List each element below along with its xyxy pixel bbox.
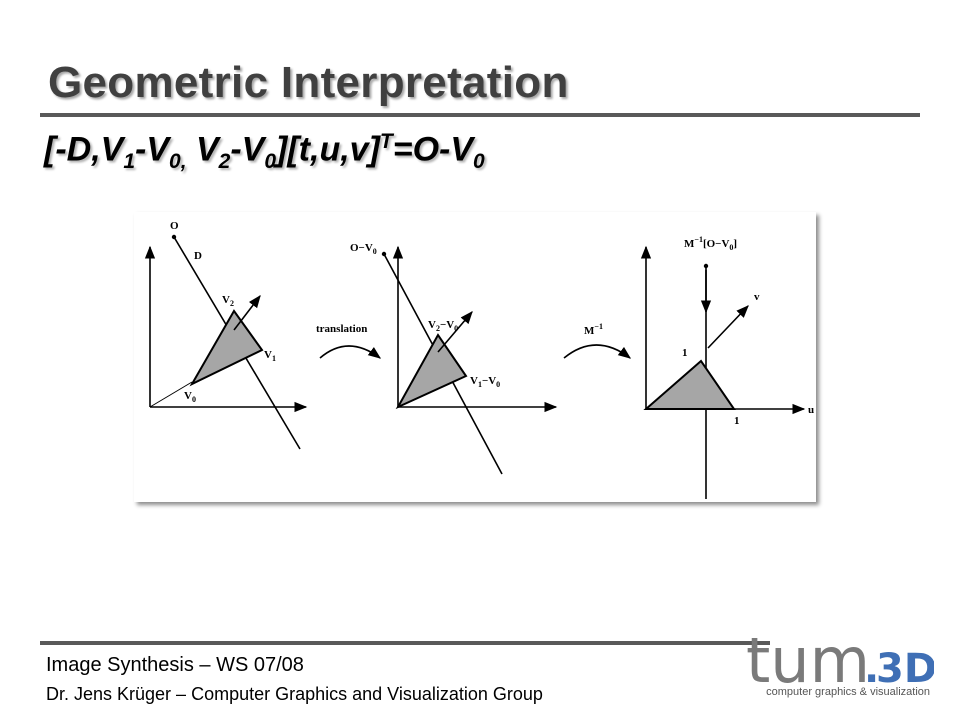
panel1-normal [233, 294, 261, 331]
panel3-label-v: v [754, 291, 760, 303]
formula-sub: 2 [218, 150, 231, 174]
panel1-label-v0: V0 [184, 390, 196, 404]
panel1-origin-dot [171, 234, 177, 240]
panel2-triangle [395, 333, 468, 410]
panel3-label-u: u [808, 404, 814, 416]
panel3-normal [707, 305, 749, 349]
panel1-label-o: O [170, 220, 179, 232]
logo-caption: computer graphics & visualization [766, 686, 930, 698]
panel1-label-d: D [194, 250, 202, 262]
panel3-label-top: M−1[O−V0] [684, 235, 737, 252]
formula-part: -V [230, 130, 265, 169]
footer-author: Dr. Jens Krüger – Computer Graphics and … [46, 684, 543, 704]
formula-sub: 0 [264, 150, 277, 174]
formula: [-D,V1-V0, V2-V0][t,u,v]T=O-V0 [44, 130, 485, 174]
slide-title: Geometric Interpretation [48, 58, 569, 107]
ray-triangle-figure: O D V2 V1 V0 translation O−V0 V2−V0 V1−V… [134, 212, 816, 502]
transition-inverse-matrix: M−1 [563, 322, 632, 359]
footer-divider [40, 641, 770, 645]
figure-canvas: O D V2 V1 V0 translation O−V0 V2−V0 V1−V… [144, 220, 814, 499]
footer-course: Image Synthesis – WS 07/08 [46, 654, 304, 676]
logo-dot-text: . [864, 646, 879, 692]
formula-part: =O-V [392, 130, 474, 169]
panel2-label-o: O−V0 [350, 242, 377, 256]
panel2-label-v2: V2−V0 [428, 319, 458, 333]
formula-part: ][t,u,v] [276, 130, 380, 169]
panel3-origin-dot [703, 263, 709, 269]
formula-part: [-D,V [44, 130, 124, 169]
panel3-tick-right: 1 [734, 415, 740, 427]
formula-sup: T [379, 130, 393, 153]
panel1-v0-edge [149, 381, 193, 408]
logo-3d-text: 3D [876, 646, 934, 692]
panel1-label-v1: V1 [264, 349, 276, 363]
translation-arrow [319, 345, 382, 359]
panel-world-space: O D V2 V1 V0 [144, 220, 308, 450]
panel3-triangle [643, 359, 736, 410]
panel3-tick-top: 1 [682, 347, 688, 359]
panel2-label-v1: V1−V0 [470, 375, 500, 389]
panel1-label-v2: V2 [222, 294, 234, 308]
inverse-matrix-label: M−1 [584, 322, 603, 337]
translation-label: translation [316, 323, 367, 335]
formula-sub: 0, [169, 150, 187, 174]
formula-part: V [186, 130, 219, 169]
formula-sub: 0 [473, 150, 485, 174]
logo-tum-text: tum [746, 624, 870, 697]
panel-barycentric-space: M−1[O−V0] v u 1 1 [640, 235, 814, 499]
panel2-normal [437, 311, 473, 353]
panel1-triangle [189, 309, 264, 387]
formula-part: -V [135, 130, 170, 169]
panel2-origin-dot [381, 251, 387, 257]
inverse-matrix-arrow [563, 344, 632, 359]
transition-translation: translation [316, 323, 382, 359]
panel-translated-space: O−V0 V2−V0 V1−V0 [350, 242, 558, 475]
title-divider [40, 113, 920, 117]
tum3d-logo: tum . 3D [746, 624, 934, 697]
formula-sub: 1 [123, 150, 136, 174]
